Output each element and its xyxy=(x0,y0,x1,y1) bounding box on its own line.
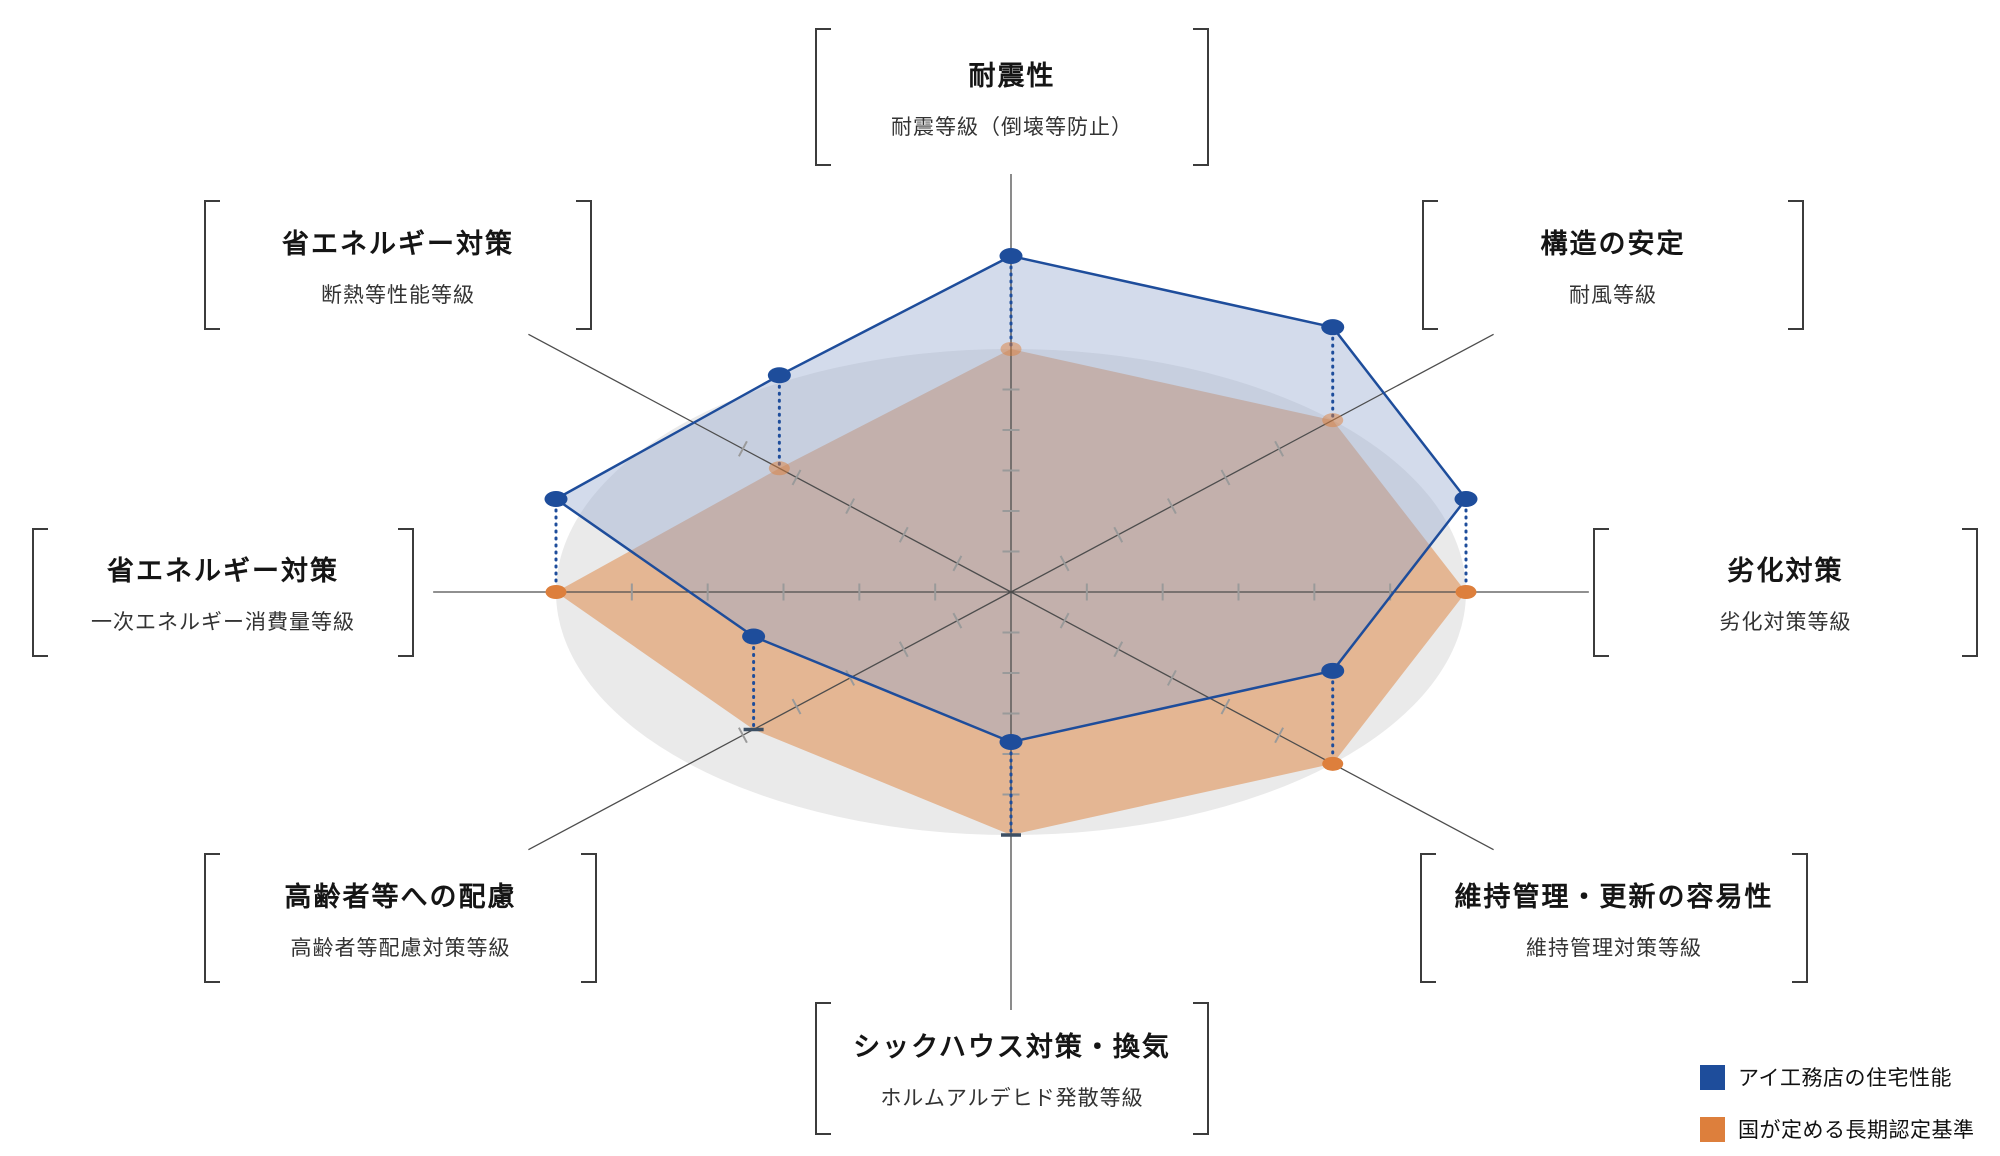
axis-label-sick: シックハウス対策・換気 ホルムアルデヒド発散等級 xyxy=(815,1002,1209,1135)
axis-subtitle: 断熱等性能等級 xyxy=(321,282,475,307)
axis-title: シックハウス対策・換気 xyxy=(853,1032,1171,1063)
axis-subtitle: 耐震等級（倒壊等防止） xyxy=(891,114,1133,139)
legend-swatch-orange xyxy=(1700,1116,1725,1142)
legend-item-company: アイ工務店の住宅性能 xyxy=(1700,1062,1975,1092)
axis-subtitle: 耐風等級 xyxy=(1569,282,1657,307)
axis-subtitle: 一次エネルギー消費量等級 xyxy=(91,610,355,634)
axis-label-rekka: 劣化対策 劣化対策等級 xyxy=(1593,528,1978,657)
legend: アイ工務店の住宅性能 国が定める長期認定基準 xyxy=(1700,1062,1975,1144)
axis-title: 省エネルギー対策 xyxy=(282,228,514,260)
axis-label-taishin: 耐震性 耐震等級（倒壊等防止） xyxy=(815,28,1209,166)
axis-subtitle: ホルムアルデヒド発散等級 xyxy=(880,1086,1144,1110)
axis-subtitle: 高齢者等配慮対策等級 xyxy=(290,935,511,960)
axis-title: 省エネルギー対策 xyxy=(107,556,339,587)
axis-subtitle: 維持管理対策等級 xyxy=(1526,935,1702,960)
axis-label-korei: 高齢者等への配慮 高齢者等配慮対策等級 xyxy=(204,853,597,983)
axis-subtitle: 劣化対策等級 xyxy=(1719,610,1852,634)
legend-label-company: アイ工務店の住宅性能 xyxy=(1738,1066,1952,1090)
legend-swatch-blue xyxy=(1700,1064,1725,1090)
axis-label-kozo: 構造の安定 耐風等級 xyxy=(1422,200,1804,330)
axis-title: 劣化対策 xyxy=(1727,556,1844,587)
axis-label-iji: 維持管理・更新の容易性 維持管理対策等級 xyxy=(1420,853,1808,983)
axis-title: 維持管理・更新の容易性 xyxy=(1454,881,1774,913)
axis-title: 高齢者等への配慮 xyxy=(284,881,517,913)
legend-label-standard: 国が定める長期認定基準 xyxy=(1738,1118,1975,1142)
axis-title: 耐震性 xyxy=(968,60,1056,92)
axis-label-shoene-dannetsu: 省エネルギー対策 断熱等性能等級 xyxy=(204,200,592,330)
axis-label-shoene-ichiji: 省エネルギー対策 一次エネルギー消費量等級 xyxy=(32,528,414,657)
legend-item-standard: 国が定める長期認定基準 xyxy=(1700,1114,1975,1144)
axis-title: 構造の安定 xyxy=(1540,228,1686,260)
